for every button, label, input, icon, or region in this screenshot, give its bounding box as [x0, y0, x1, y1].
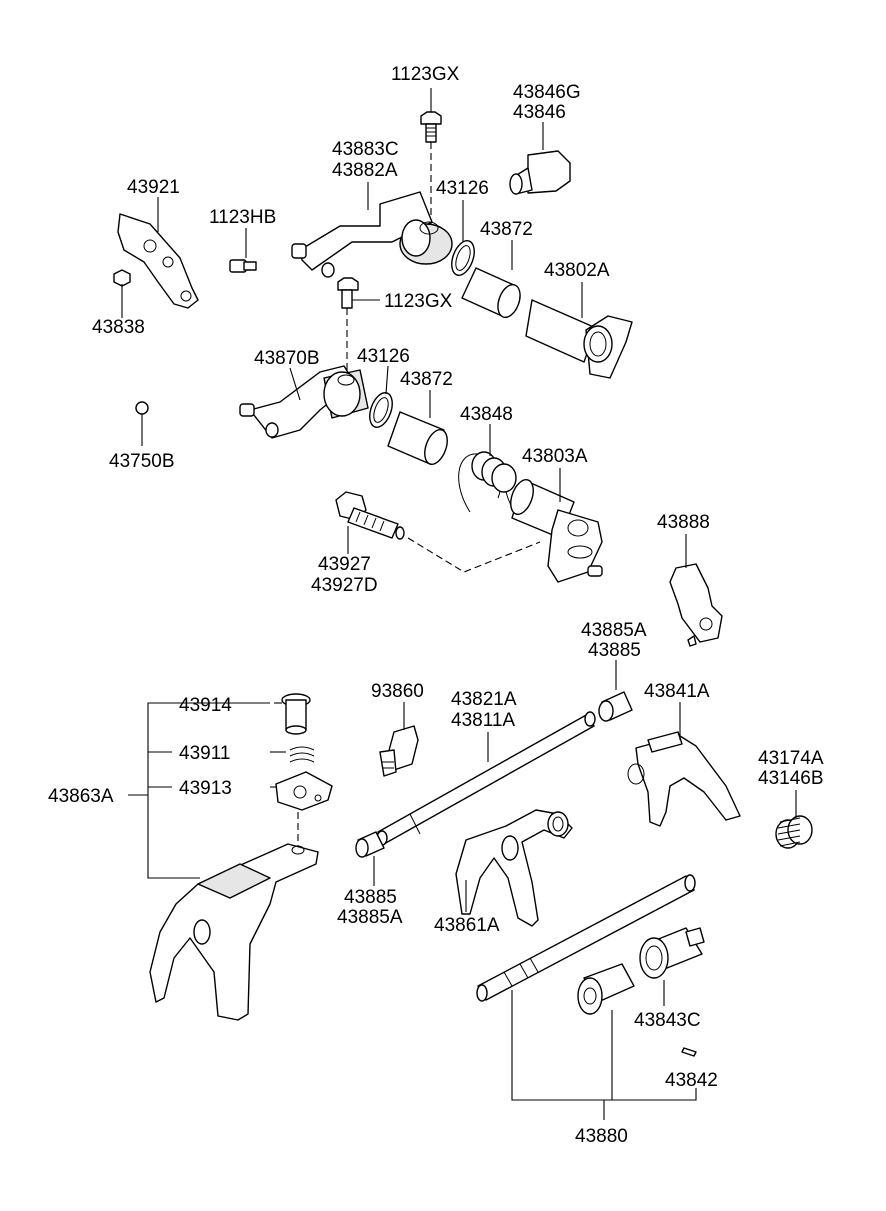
- fork-43841a: [627, 731, 741, 827]
- bushing-43885-bot: [355, 831, 385, 858]
- bolt-43927: [335, 491, 405, 540]
- bolt-1123gx-mid: [337, 277, 359, 309]
- label-43872-top: 43872: [480, 219, 533, 240]
- label-43921: 43921: [127, 177, 180, 198]
- label-43174a: 43174A: [758, 748, 824, 769]
- label-43885-top: 43885: [588, 640, 641, 661]
- sleeve-43802a: [525, 299, 633, 379]
- sleeve-43803a: [510, 479, 603, 583]
- label-43126-top: 43126: [436, 178, 489, 199]
- fork-43863a: [149, 843, 319, 1021]
- spring-43911: [289, 746, 315, 763]
- washer-43750b: [135, 401, 149, 415]
- label-43126-mid: 43126: [357, 346, 410, 367]
- label-43846g: 43846G: [513, 82, 581, 103]
- ring-43126-top: [451, 240, 475, 276]
- label-43914: 43914: [179, 695, 232, 716]
- label-43883c: 43883C: [332, 139, 399, 160]
- label-43882a: 43882A: [332, 160, 398, 181]
- label-43821a: 43821A: [451, 689, 517, 710]
- bushing-43872-top: [461, 267, 521, 319]
- label-43841a: 43841A: [644, 681, 710, 702]
- label-43870b: 43870B: [254, 348, 320, 369]
- label-43885a-bot: 43885A: [337, 907, 403, 928]
- bracket-43921: [117, 213, 199, 309]
- label-1123hb: 1123HB: [209, 207, 276, 228]
- plate-43913: [275, 771, 333, 811]
- label-43913: 43913: [179, 778, 232, 799]
- label-1123gx-mid: 1123GX: [384, 291, 453, 312]
- label-43927d: 43927D: [311, 575, 378, 596]
- nut-43838: [113, 269, 131, 287]
- lever-43882a: [291, 191, 453, 278]
- label-93860: 93860: [371, 681, 424, 702]
- shift-rod-43821a: [376, 711, 596, 846]
- key-43842: [681, 1047, 697, 1057]
- label-43848: 43848: [460, 404, 513, 425]
- bushing-43872-mid: [387, 411, 448, 465]
- collar-43880: [577, 963, 635, 1015]
- switch-93860: [379, 725, 419, 777]
- label-43911: 43911: [179, 743, 230, 764]
- label-43750b: 43750B: [109, 451, 175, 472]
- label-43880: 43880: [575, 1126, 628, 1147]
- label-43863a: 43863A: [48, 786, 114, 807]
- lever-43870b: [239, 365, 369, 439]
- bushing-43885a-top: [598, 691, 633, 722]
- label-43872-mid: 43872: [400, 369, 453, 390]
- label-1123gx-top: 1123GX: [391, 64, 460, 85]
- pin-43914: [281, 693, 311, 735]
- label-43861a: 43861A: [434, 915, 500, 936]
- bolt-1123hb: [229, 259, 257, 273]
- bolt-1123gx-top: [420, 111, 442, 143]
- bracket-43888: [669, 563, 723, 647]
- fork-43861a: [455, 809, 573, 927]
- label-43885a-top: 43885A: [581, 620, 647, 641]
- shaft-43880: [476, 874, 696, 1002]
- ring-43126-mid: [369, 392, 393, 428]
- label-43846: 43846: [513, 102, 566, 123]
- sleeve-43843c: [639, 927, 705, 979]
- label-43843c: 43843C: [634, 1010, 701, 1031]
- label-43888: 43888: [657, 512, 710, 533]
- label-43146b: 43146B: [758, 768, 824, 789]
- label-43838: 43838: [92, 317, 145, 338]
- label-43842: 43842: [665, 1070, 718, 1091]
- label-43802a: 43802A: [544, 260, 610, 281]
- bearing-43174a: [775, 815, 813, 849]
- label-43927: 43927: [318, 554, 371, 575]
- label-43803a: 43803A: [522, 446, 588, 467]
- spring-43848: [458, 451, 525, 523]
- plug-43846: [509, 150, 571, 195]
- label-43811a: 43811A: [451, 710, 515, 731]
- label-43885-bot: 43885: [344, 887, 397, 908]
